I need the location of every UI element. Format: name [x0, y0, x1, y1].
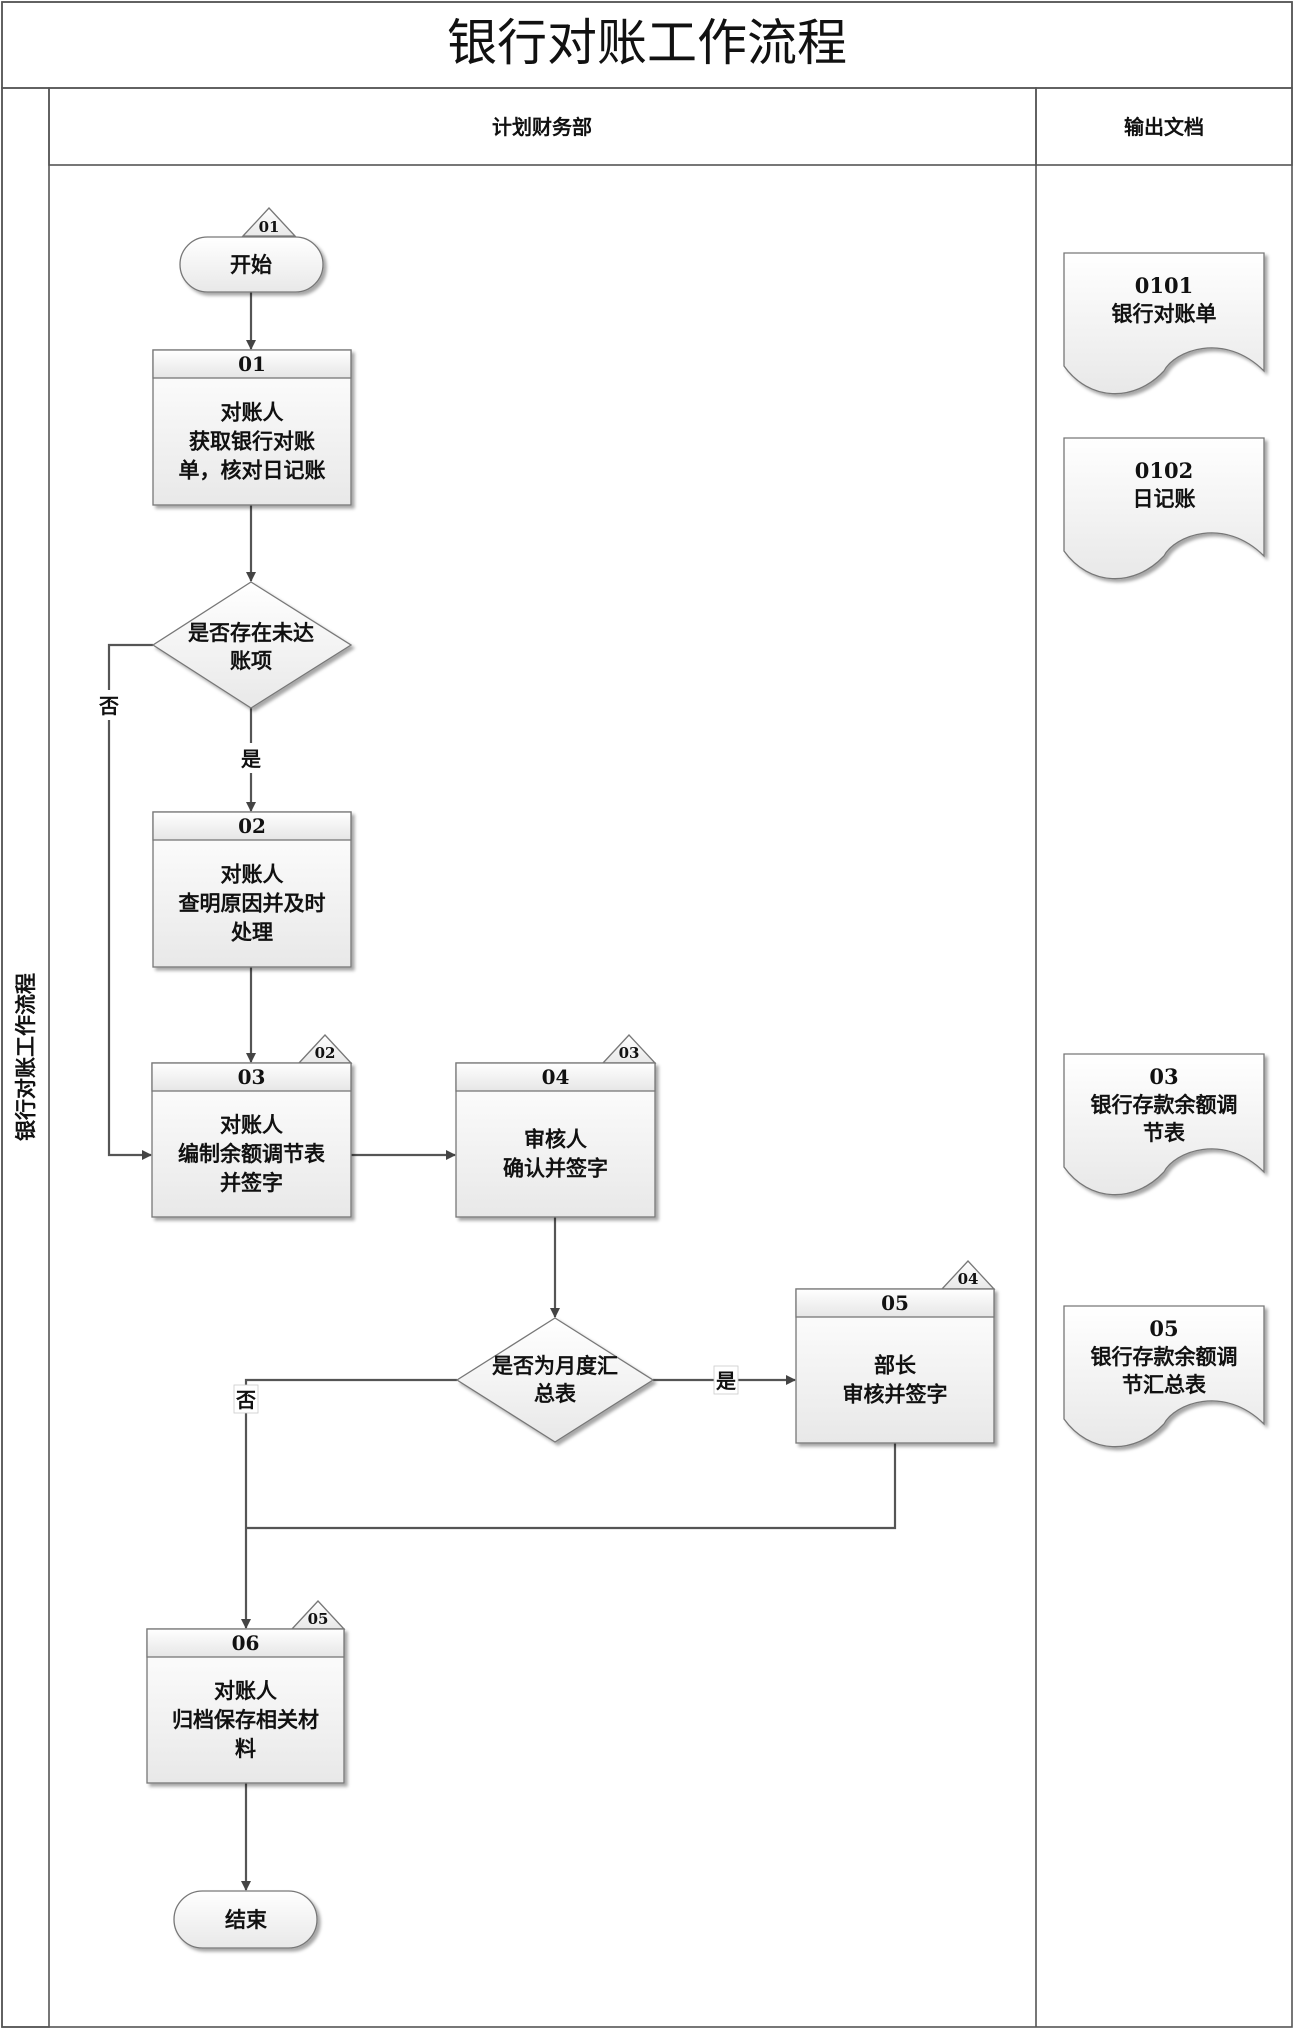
- box-text-line: 部长: [874, 1353, 917, 1378]
- document-title-line: 银行存款余额调: [1091, 1344, 1238, 1369]
- document-icon: [1063, 1053, 1265, 1196]
- document-title-line: 节表: [1143, 1120, 1186, 1145]
- edge-05-to-06: [246, 1443, 897, 1530]
- pool-label-band: [1, 87, 50, 2028]
- box-id: 02: [238, 814, 266, 838]
- box-text-line: 确认并签字: [503, 1156, 608, 1181]
- terminator-shape: [173, 1890, 318, 1949]
- box-id: 05: [881, 1291, 909, 1315]
- box-text-line: 并签字: [220, 1170, 283, 1195]
- box-text-line: 获取银行对账: [189, 429, 315, 454]
- document-title-line: 节汇总表: [1122, 1372, 1207, 1397]
- decision-d2[interactable]: 是否为月度汇 总表: [455, 1317, 655, 1443]
- output-document[interactable]: 0102 日记账: [1063, 437, 1265, 580]
- box-text-line: 处理: [230, 920, 273, 945]
- document-title-line: 日记账: [1133, 486, 1196, 511]
- document-code: 0101: [1135, 273, 1193, 298]
- box-header: [455, 1062, 656, 1092]
- box-text-line: 审核人: [524, 1127, 587, 1152]
- svg-text:是: 是: [240, 747, 261, 771]
- box-text-line: 编制余额调节表: [178, 1141, 326, 1166]
- document-title-line: 银行对账单: [1112, 301, 1217, 326]
- box-id: 01: [238, 352, 266, 376]
- svg-text:否: 否: [235, 1388, 256, 1412]
- box-text-line: 对账人: [221, 400, 284, 425]
- box-header: [152, 811, 352, 841]
- ref-label: 03: [619, 1044, 640, 1062]
- terminator-shape: [179, 236, 324, 293]
- page-title: 银行对账工作流程: [447, 14, 847, 72]
- edge-label-d1-yes: 是: [239, 743, 263, 773]
- pool-label: 银行对账工作流程: [14, 973, 38, 1141]
- document-code: 05: [1149, 1316, 1178, 1341]
- svg-text:否: 否: [98, 694, 119, 718]
- document-title-line: 银行存款余额调: [1091, 1092, 1238, 1117]
- svg-text:是: 是: [715, 1369, 736, 1393]
- output-document[interactable]: 0101 银行对账单: [1063, 252, 1265, 395]
- svg-text:是否存在未达: 是否存在未达: [188, 620, 314, 645]
- box-header: [146, 1628, 345, 1658]
- process-boxes: 01对账人获取银行对账单，核对日记账02对账人查明原因并及时处理0203对账人编…: [146, 349, 996, 1784]
- box-text-line: 对账人: [221, 862, 284, 887]
- edge-label-d1-no: 否: [97, 690, 121, 720]
- decision-shape: [455, 1317, 655, 1443]
- svg-text:结束: 结束: [225, 1907, 268, 1932]
- box-text-line: 审核并签字: [843, 1382, 948, 1407]
- box-text-line: 料: [235, 1736, 256, 1761]
- box-text-line: 对账人: [220, 1112, 283, 1137]
- document-icon: [1063, 1305, 1265, 1448]
- box-text-line: 查明原因并及时: [179, 891, 326, 916]
- box-text-line: 对账人: [214, 1678, 277, 1703]
- document-code: 0102: [1135, 458, 1193, 483]
- box-text-line: 归档保存相关材: [172, 1707, 319, 1732]
- edge-label-d2-yes: 是: [713, 1365, 739, 1395]
- ref-label: 02: [315, 1044, 336, 1062]
- box-id: 06: [232, 1631, 260, 1655]
- svg-text:01: 01: [259, 218, 280, 236]
- document-icon: [1063, 252, 1265, 395]
- decision-d1[interactable]: 是否存在未达 账项: [151, 581, 353, 709]
- edge-d1-no-to-03: [107, 643, 153, 1160]
- lane-header-label: 计划财务部: [492, 115, 592, 139]
- edge-label-d2-no: 否: [233, 1384, 259, 1414]
- document-code: 03: [1149, 1064, 1178, 1089]
- edge-d2-no-to-06: [241, 1378, 457, 1629]
- ref-triangle: [241, 207, 297, 237]
- svg-text:开始: 开始: [230, 252, 272, 277]
- box-id: 03: [238, 1065, 266, 1089]
- ref-label: 04: [958, 1270, 979, 1288]
- svg-text:总表: 总表: [534, 1381, 577, 1406]
- ref-label: 05: [308, 1610, 329, 1628]
- svg-text:是否为月度汇: 是否为月度汇: [492, 1353, 618, 1378]
- output-header-label: 输出文档: [1124, 115, 1204, 139]
- output-header-band: [1035, 87, 1293, 166]
- decision-shape: [151, 581, 353, 709]
- box-header: [152, 349, 352, 379]
- svg-text:账项: 账项: [230, 648, 272, 673]
- box-id: 04: [542, 1065, 570, 1089]
- end-terminator[interactable]: 结束: [173, 1890, 318, 1949]
- box-header: [151, 1062, 352, 1092]
- document-icon: [1063, 437, 1265, 580]
- box-header: [795, 1288, 995, 1318]
- start-terminator[interactable]: 01 开始: [179, 207, 324, 293]
- box-text-line: 单，核对日记账: [179, 458, 326, 483]
